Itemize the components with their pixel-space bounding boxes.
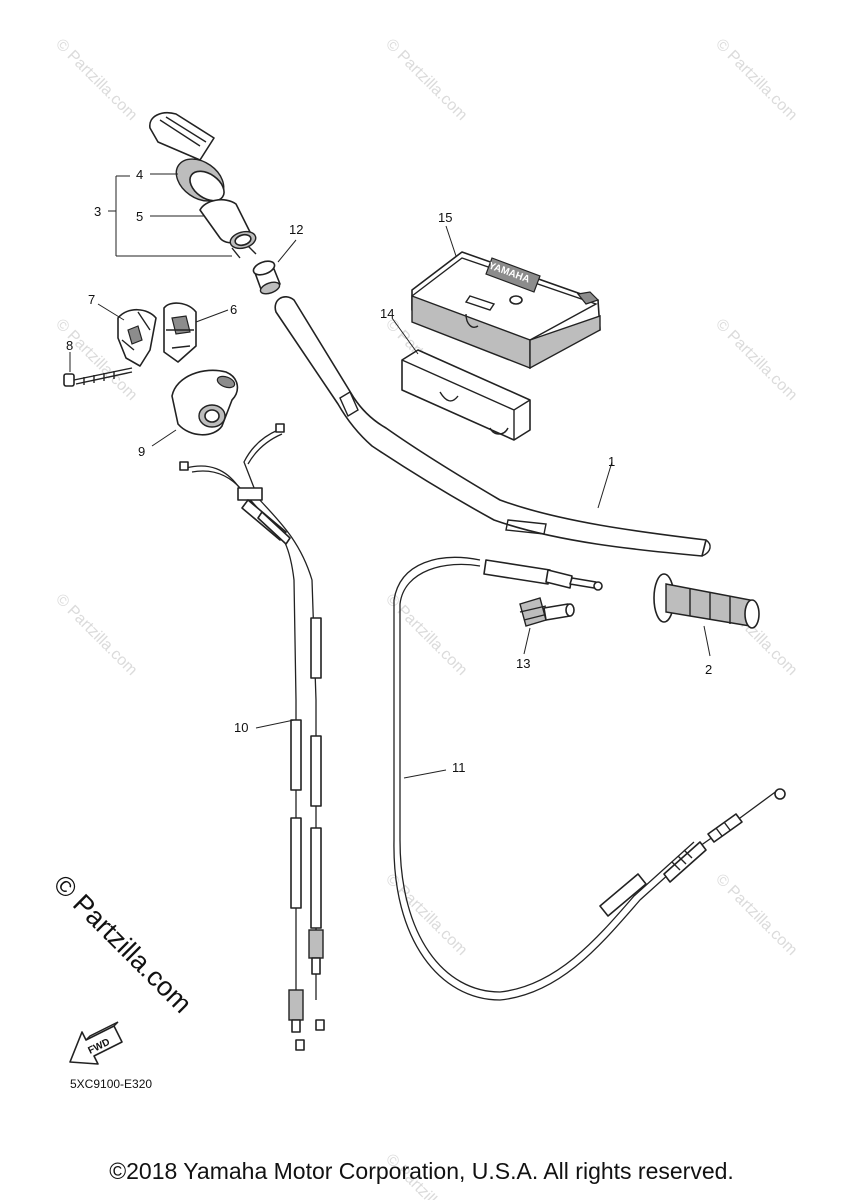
callout-labels: 1 2 3 4 5 6 7 8 9 10 11 12 13 14 15 (66, 167, 712, 775)
callout-14: 14 (380, 306, 394, 321)
callout-12: 12 (289, 222, 303, 237)
callout-13: 13 (516, 656, 530, 671)
watermark: © Partzilla.com (382, 36, 470, 124)
handlebar[interactable] (274, 296, 711, 557)
right-grip[interactable] (653, 573, 760, 657)
callout-10: 10 (234, 720, 248, 735)
throttle-housing-upper[interactable] (97, 303, 157, 367)
handlebar-pad[interactable] (391, 317, 531, 441)
pad-cover[interactable]: YAMAHA (411, 225, 601, 370)
callout-2: 2 (705, 662, 712, 677)
throttle-cables[interactable] (179, 423, 325, 1051)
clutch-cable[interactable] (393, 556, 786, 1001)
callout-3-bracket (108, 173, 232, 257)
callout-5: 5 (136, 209, 143, 224)
copyright-notice: ©2018 Yamaha Motor Corporation, U.S.A. A… (109, 1158, 734, 1184)
callout-11: 11 (452, 760, 466, 775)
watermark: © Partzilla.com (712, 36, 800, 124)
callout-1: 1 (608, 454, 615, 469)
fwd-arrow-icon: FWD (69, 1021, 123, 1065)
cable-adjuster[interactable] (519, 597, 575, 655)
throttle-housing-lower[interactable] (163, 302, 229, 363)
watermark: © Partzilla.com (712, 871, 800, 959)
callout-3: 3 (94, 204, 101, 219)
watermark: © Partzilla.com (712, 316, 800, 404)
callout-15: 15 (438, 210, 452, 225)
watermark-group: © Partzilla.com © Partzilla.com © Partzi… (52, 36, 800, 1200)
callout-7: 7 (88, 292, 95, 307)
collar[interactable] (252, 239, 297, 296)
watermark: © Partzilla.com (52, 591, 140, 679)
callout-4: 4 (136, 167, 143, 182)
screw[interactable] (63, 352, 133, 387)
diagram-code: 5XC9100-E320 (70, 1077, 152, 1091)
callout-9: 9 (138, 444, 145, 459)
watermark-large: © Partzilla.com (48, 869, 198, 1019)
watermark: © Partzilla.com (52, 36, 140, 124)
watermark: © Partzilla.com (382, 591, 470, 679)
callout-6: 6 (230, 302, 237, 317)
throttle-grip-assembly[interactable] (149, 112, 258, 259)
watermark: © Partzilla.com (382, 871, 470, 959)
throttle-cable-housing[interactable] (151, 369, 239, 447)
callout-8: 8 (66, 338, 73, 353)
